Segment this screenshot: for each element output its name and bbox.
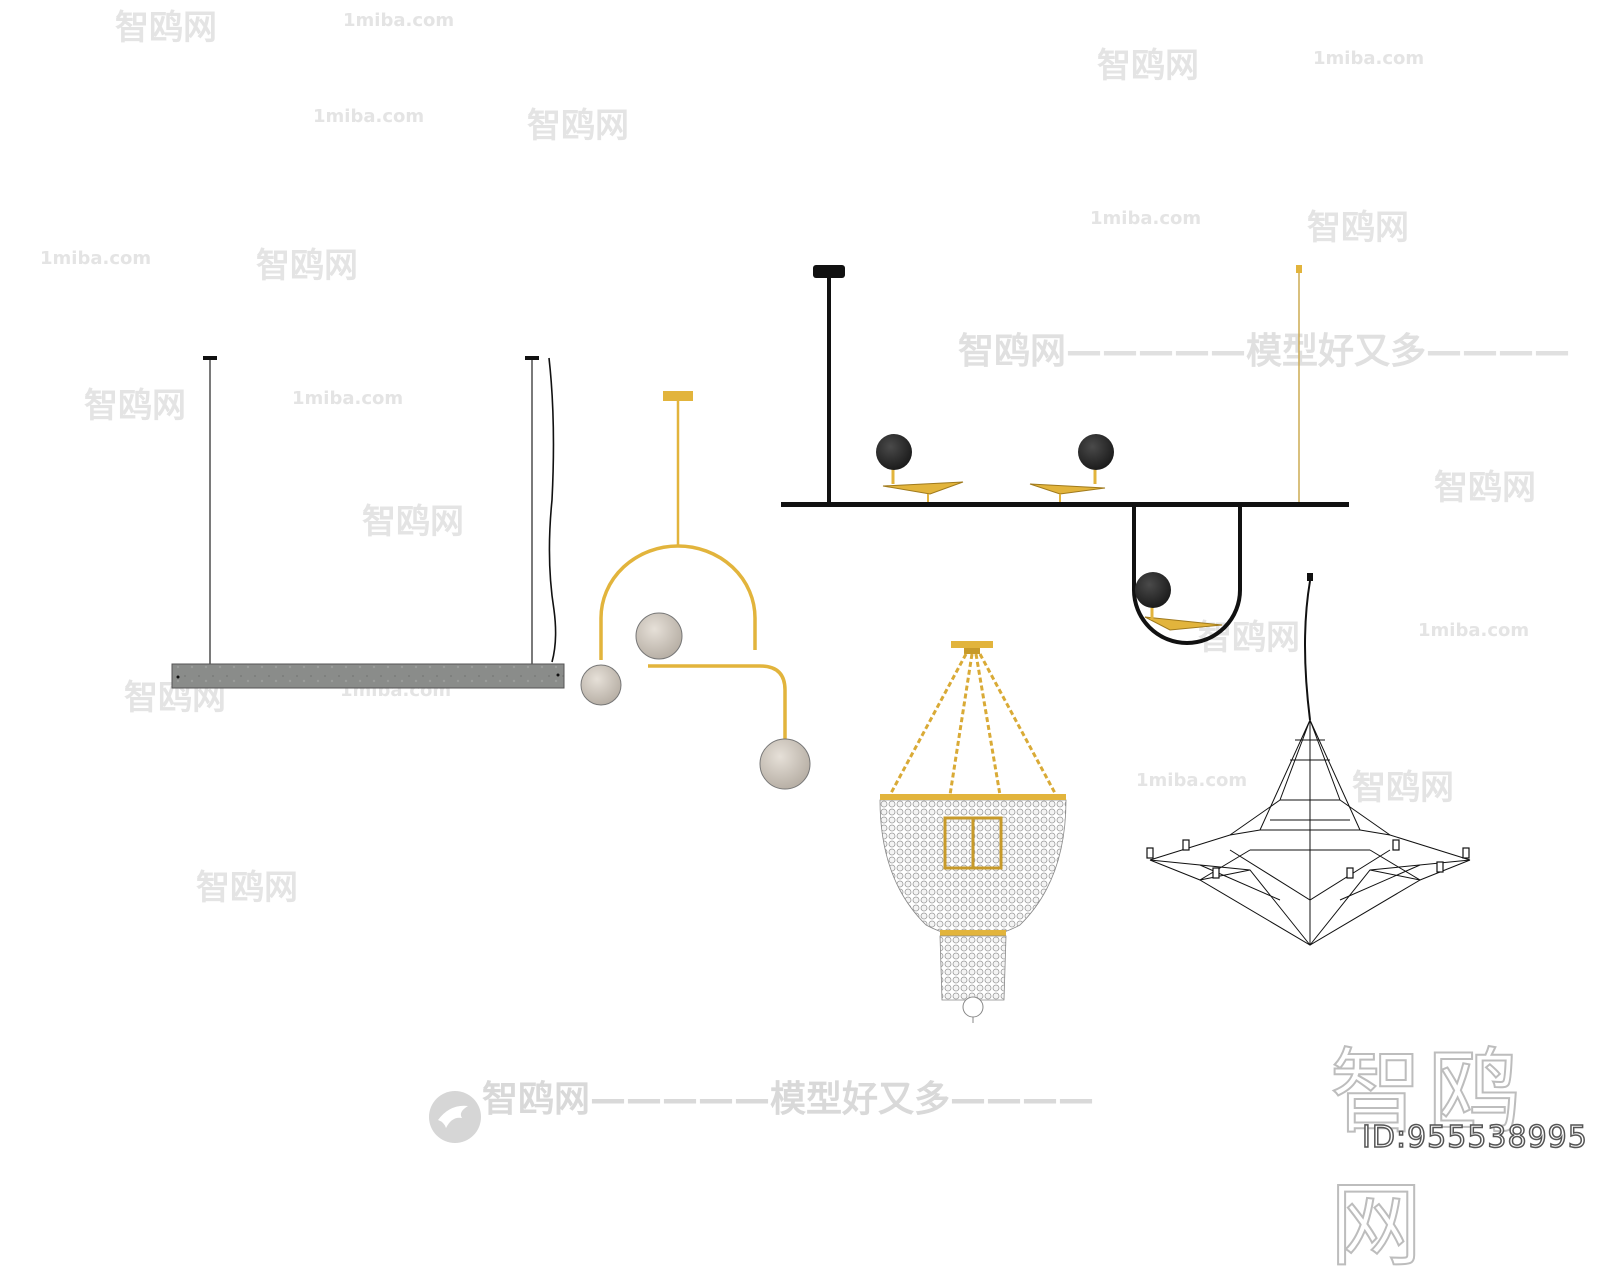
gold-arc-pendant <box>580 391 811 790</box>
pendant-lamps-scene <box>171 265 1471 1023</box>
wireframe-chandelier <box>1146 573 1471 946</box>
crystal-chandelier <box>879 641 1067 1023</box>
bird-logo-icon <box>429 1091 481 1143</box>
linear-bar-pendant <box>171 356 565 689</box>
model-id-label: ID:955538995 <box>1361 1119 1588 1156</box>
black-rail-pendant <box>781 265 1349 645</box>
